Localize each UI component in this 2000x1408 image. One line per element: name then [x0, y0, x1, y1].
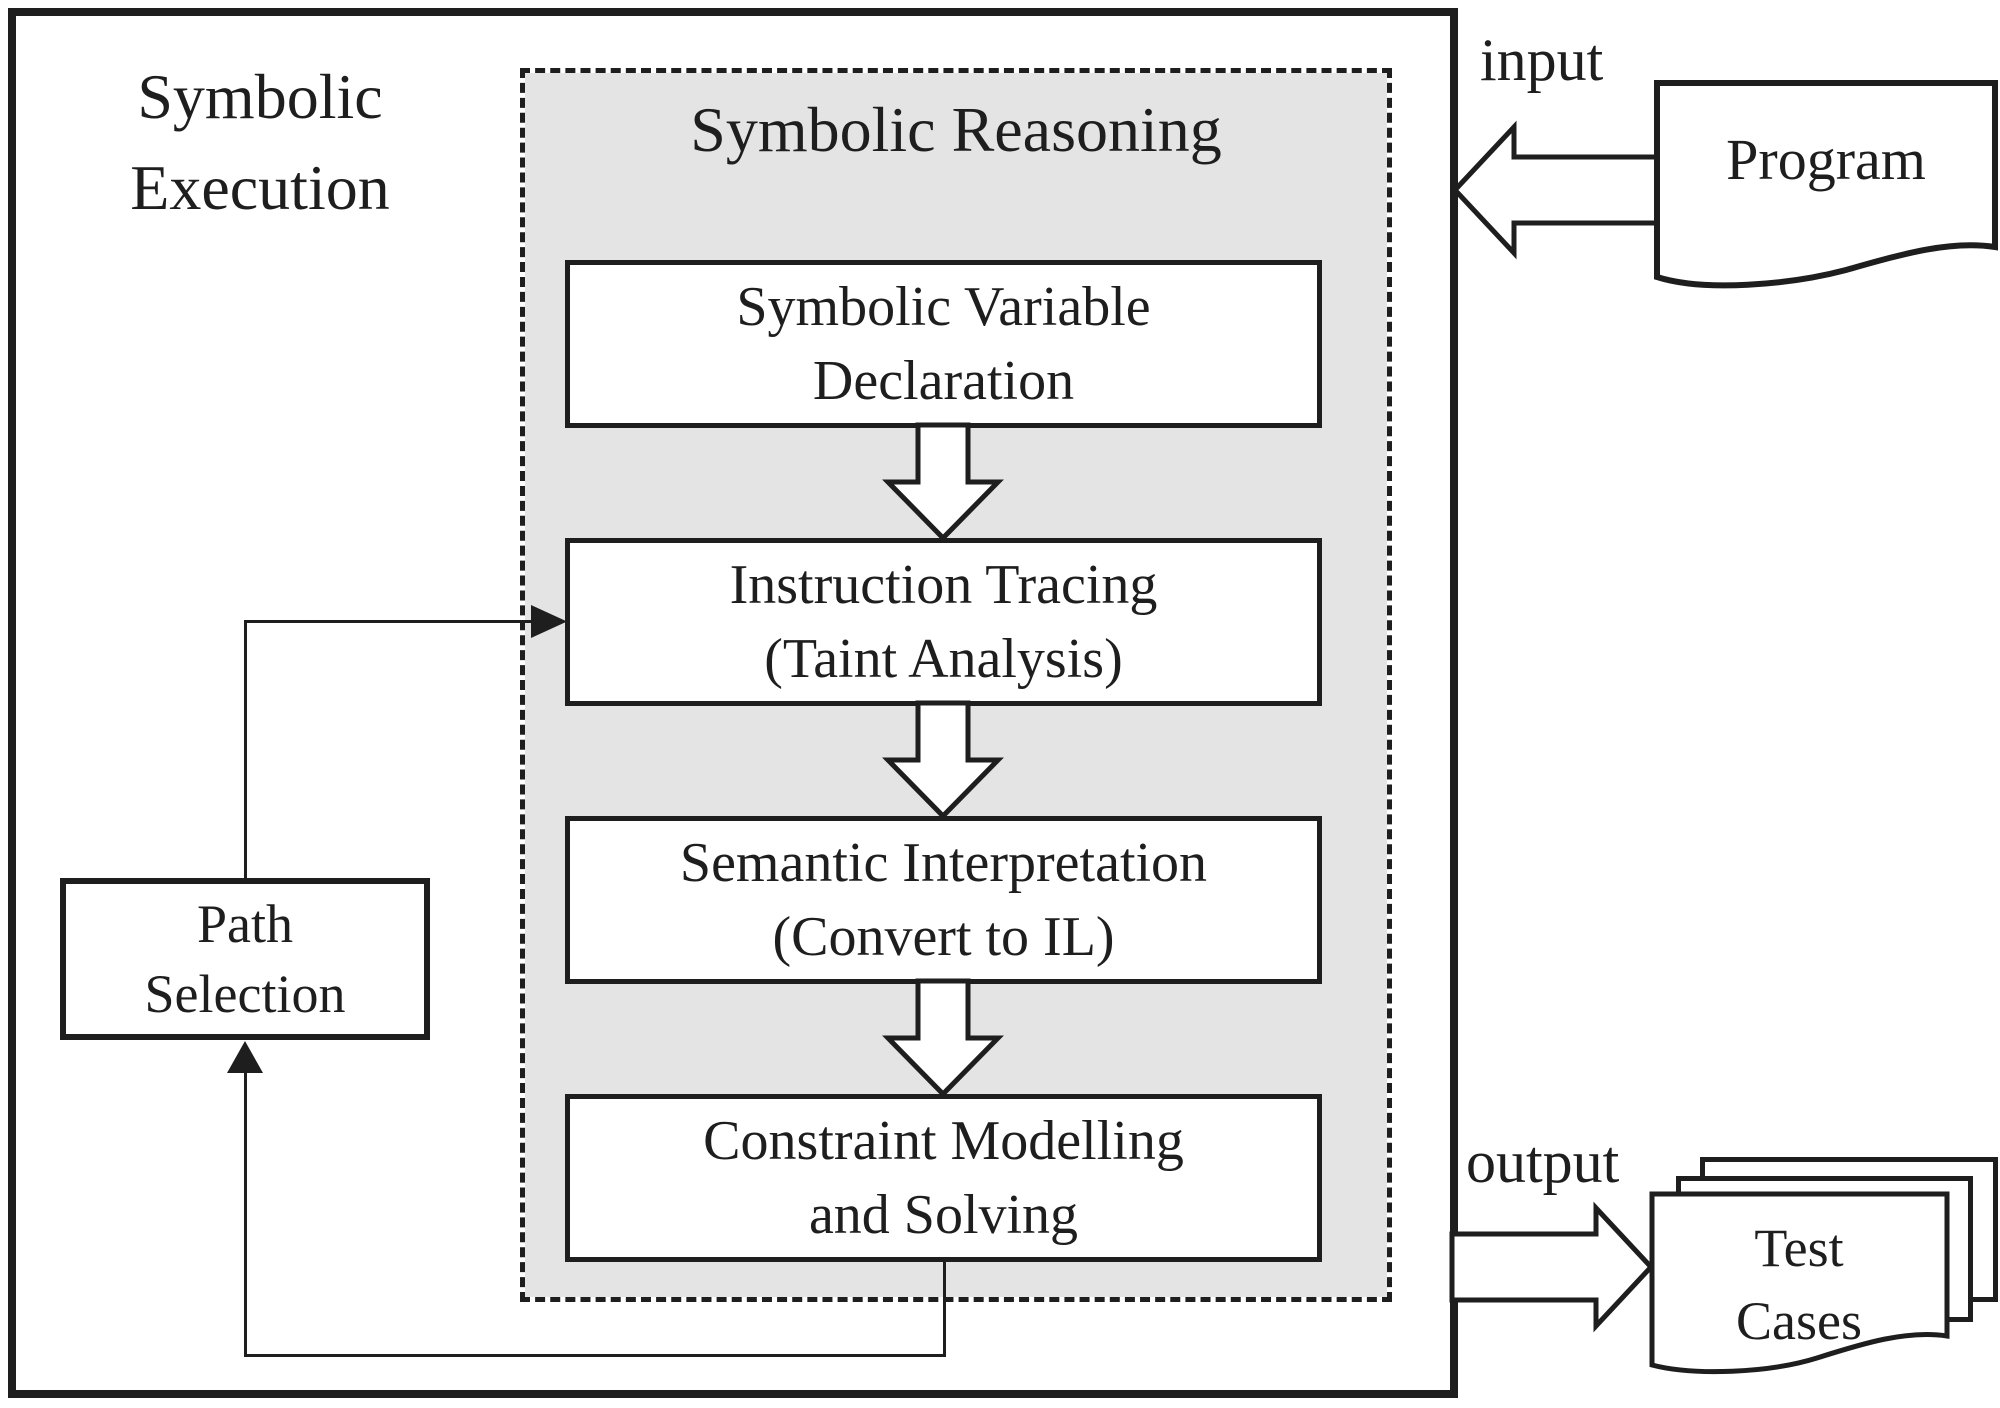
test-cases-page-front — [1649, 1191, 1950, 1375]
step-label-line2: and Solving — [808, 1184, 1079, 1246]
feedback-line-to-tracing — [244, 620, 534, 623]
arrowhead-up-icon — [227, 1041, 263, 1073]
step-semantic-interpretation: Semantic Interpretation (Convert to IL) — [565, 816, 1322, 984]
path-selection-line2: Selection — [144, 964, 346, 1024]
step-label-line1: Constraint Modelling — [703, 1109, 1184, 1172]
arrowhead-right-icon — [531, 605, 567, 638]
down-arrow-icon — [882, 700, 1004, 820]
feedback-line-from-solver — [943, 1259, 946, 1357]
test-cases-label: Test Cases — [1649, 1212, 1949, 1359]
step-instruction-tracing: Instruction Tracing (Taint Analysis) — [565, 538, 1322, 706]
down-arrow-icon — [882, 978, 1004, 1098]
program-label: Program — [1726, 127, 1926, 192]
step-constraint-modelling: Constraint Modelling and Solving — [565, 1094, 1322, 1262]
step-label-line1: Symbolic Variable — [736, 275, 1151, 338]
diagram-title-line2: Execution — [130, 151, 390, 223]
step-label-line2: (Taint Analysis) — [764, 628, 1123, 690]
diagram-title-line1: Symbolic — [137, 61, 383, 132]
output-label: output — [1466, 1129, 1620, 1195]
feedback-line-bottom — [244, 1354, 946, 1357]
path-selection-line1: Path — [196, 893, 293, 954]
path-selection-box: Path Selection — [60, 878, 430, 1040]
output-arrow-icon — [1449, 1201, 1655, 1333]
input-label: input — [1480, 27, 1604, 93]
input-arrow-icon — [1451, 120, 1665, 260]
test-cases-line1: Test — [1754, 1218, 1844, 1278]
feedback-line-up-to-path-selection — [244, 1072, 247, 1357]
step-label-line1: Instruction Tracing — [729, 553, 1158, 616]
diagram-title: Symbolic Execution — [30, 52, 490, 234]
down-arrow-icon — [882, 422, 1004, 542]
program-document — [1654, 80, 1998, 289]
symbolic-reasoning-title: Symbolic Reasoning — [690, 94, 1222, 165]
feedback-line-from-path-selection — [244, 620, 247, 880]
step-label-line2: (Convert to IL) — [772, 906, 1115, 968]
test-cases-line2: Cases — [1736, 1291, 1862, 1352]
step-label-line1: Semantic Interpretation — [679, 831, 1208, 894]
step-label-line2: Declaration — [812, 350, 1075, 412]
step-symbolic-variable-declaration: Symbolic Variable Declaration — [565, 260, 1322, 428]
